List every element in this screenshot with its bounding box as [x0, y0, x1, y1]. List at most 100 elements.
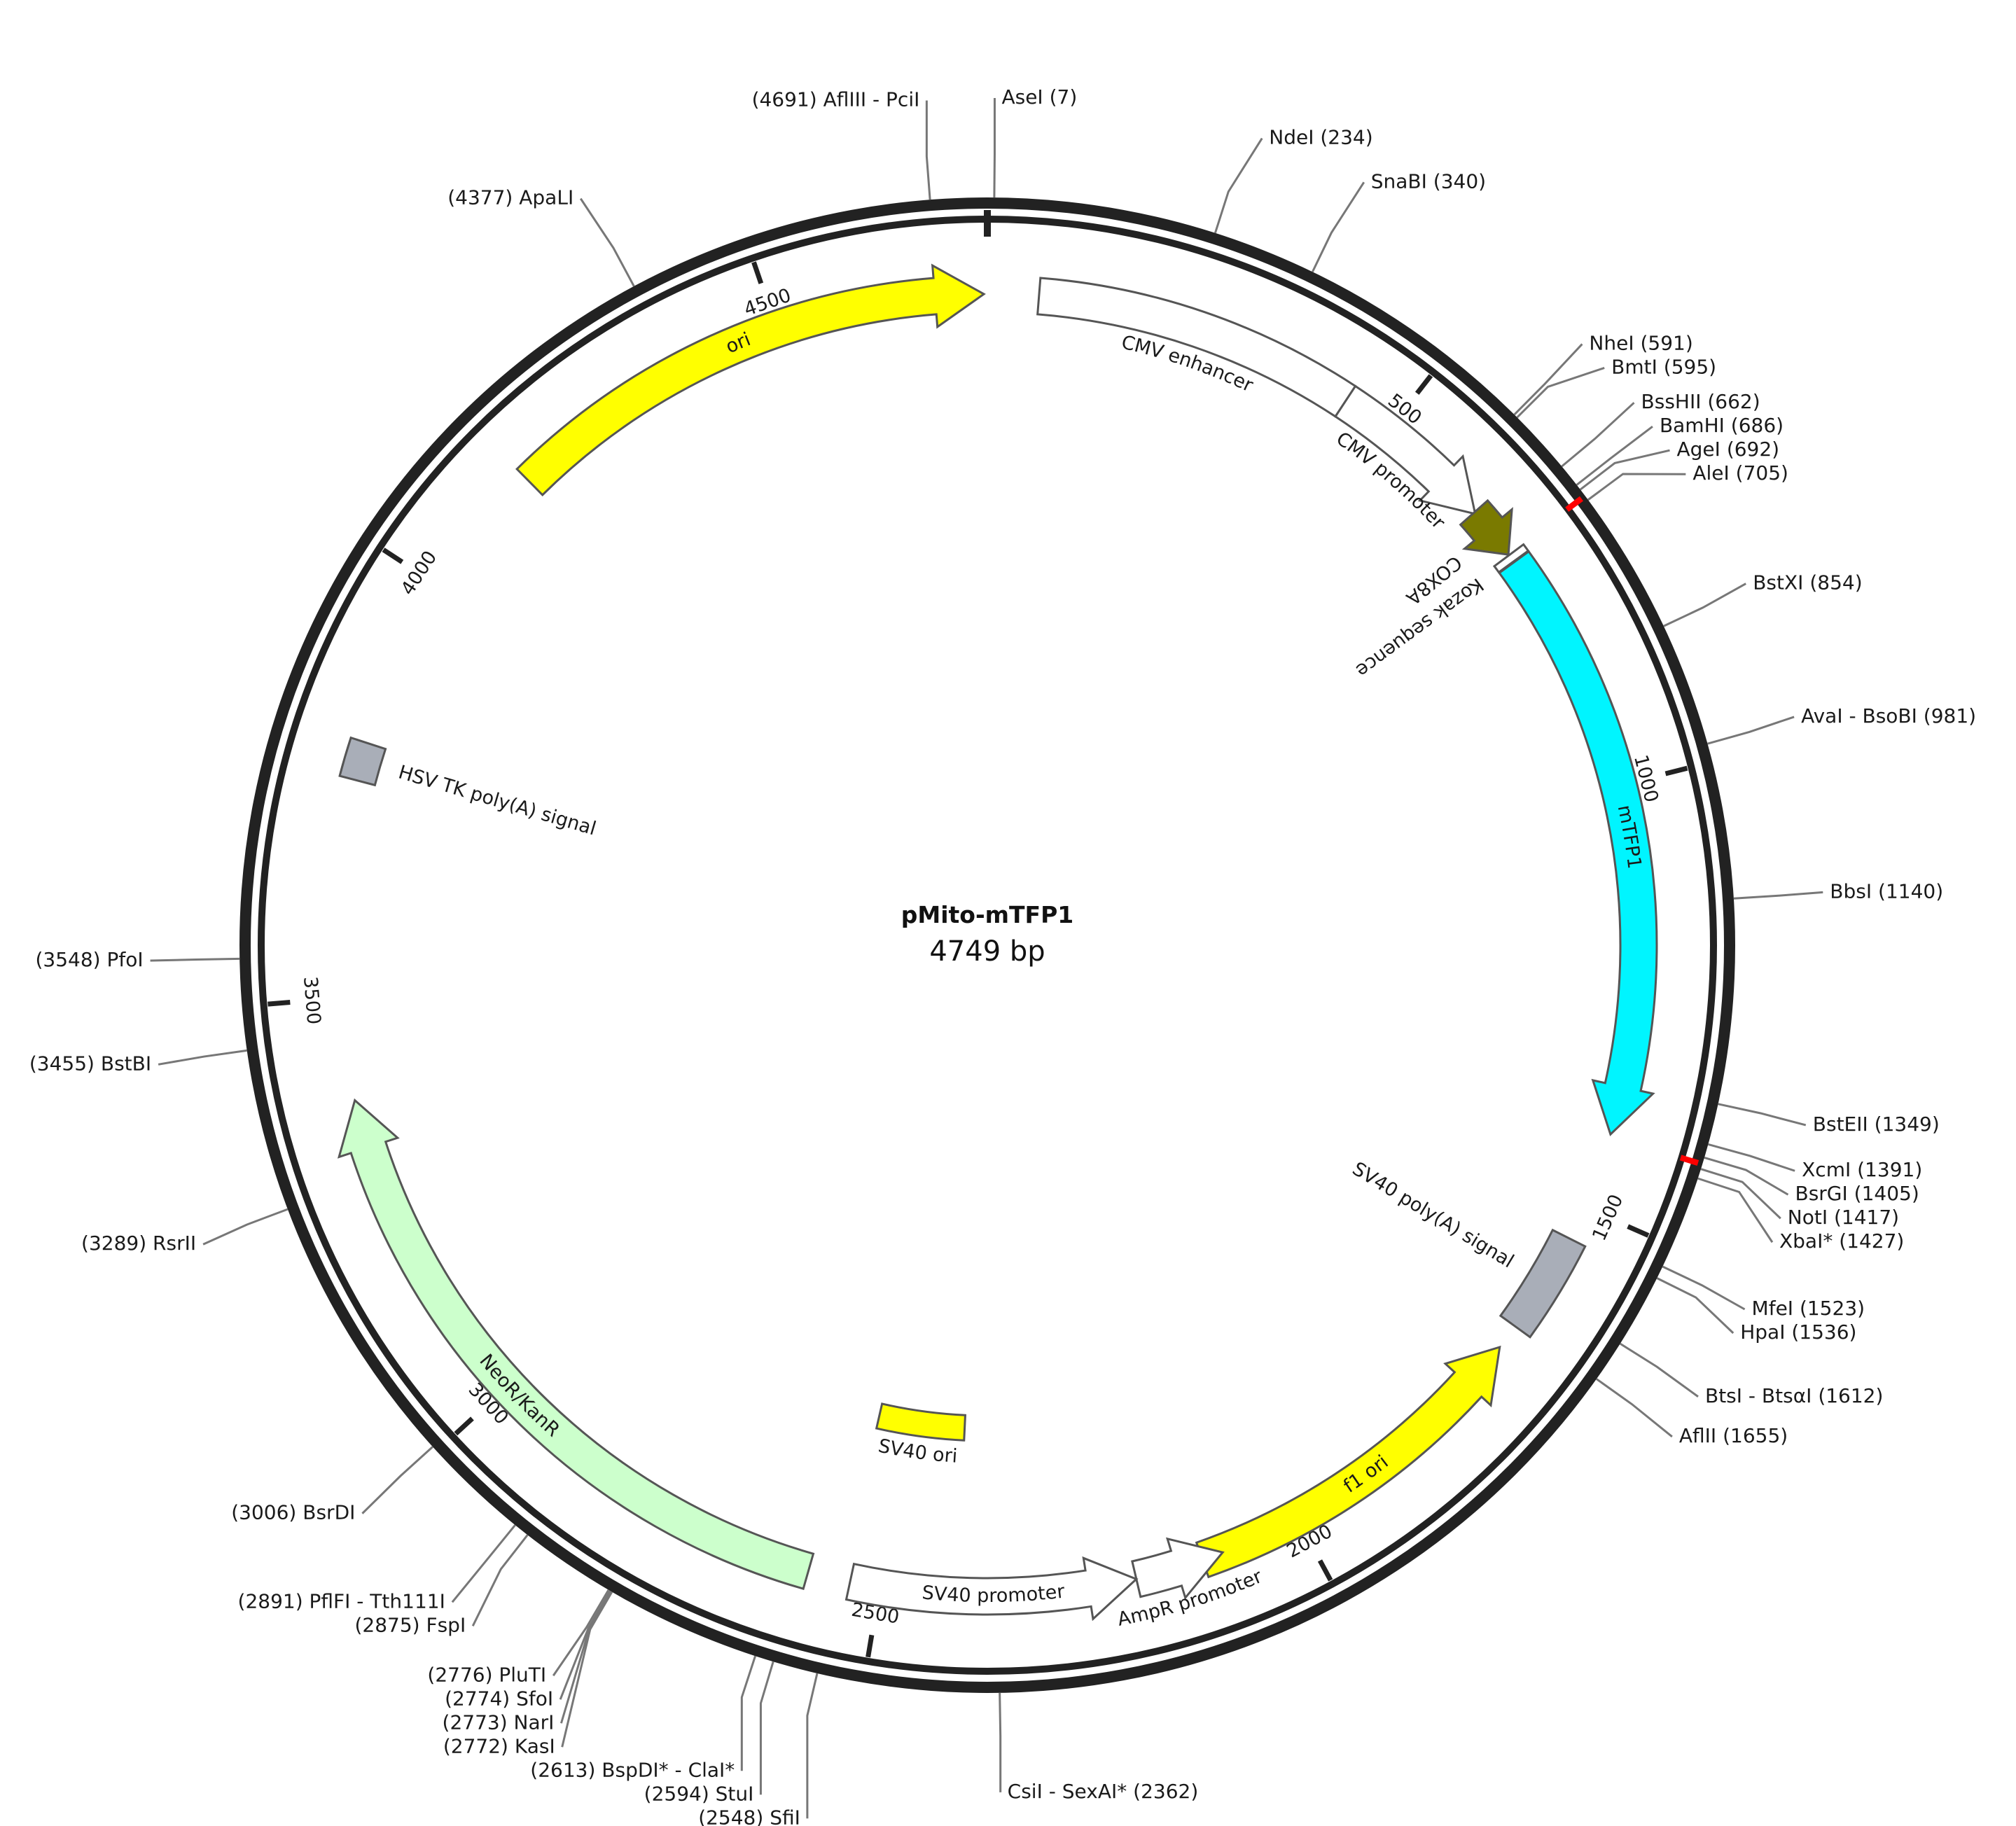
feat-ori-shape[interactable] — [515, 263, 986, 496]
site-btsi-bts-i[interactable]: BtsI - BtsαI (1612) — [1619, 1342, 1884, 1407]
site-label: BssHII (662) — [1641, 390, 1760, 413]
feat-cmv-enhancer-shape[interactable] — [1036, 277, 1357, 418]
center-label: pMito-mTFP1 4749 bp — [901, 901, 1074, 968]
site-label: (4377) ApaLI — [447, 186, 573, 209]
site-leader-line — [1700, 1168, 1781, 1220]
tick-mark — [1627, 1224, 1650, 1238]
site-label: BmtI (595) — [1611, 355, 1716, 378]
feat-sv40-ori-shape[interactable] — [875, 1402, 967, 1442]
site-asei[interactable]: AseI (7) — [993, 85, 1077, 198]
site-pluti[interactable]: (2776) PluTI — [427, 1589, 610, 1686]
site-label: NotI (1417) — [1788, 1206, 1899, 1229]
site-fspi[interactable]: (2875) FspI — [354, 1534, 529, 1636]
feat-neor-kanr-label-path — [391, 1208, 701, 1530]
feat-neor-kanr[interactable]: NeoR/KanR — [337, 1098, 815, 1591]
site-bstxi[interactable]: BstXI (854) — [1663, 571, 1863, 627]
site-label: (4691) AflIII - PciI — [752, 88, 920, 111]
site-leader-line — [158, 1049, 247, 1066]
feat-mtfp1[interactable]: mTFP1 — [1498, 550, 1658, 1136]
site-avai-bsobi[interactable]: AvaI - BsoBI (981) — [1707, 704, 1976, 745]
site-nhei[interactable]: NheI (591) — [1513, 331, 1693, 416]
site-leader-line — [1619, 1342, 1699, 1398]
feat-cox8a-shape[interactable] — [1459, 499, 1513, 556]
site-sfoi[interactable]: (2774) SfoI — [445, 1590, 611, 1710]
feat-neor-kanr-shape[interactable] — [337, 1098, 815, 1591]
site-snabi[interactable]: SnaBI (340) — [1312, 169, 1486, 272]
feat-ampr-promoter-shape[interactable] — [1131, 1537, 1225, 1601]
feat-sv40-promoter-shape[interactable] — [844, 1556, 1139, 1622]
site-leader-line — [1707, 716, 1795, 745]
feat-mtfp1-shape[interactable] — [1498, 550, 1658, 1136]
feat-f1-ori[interactable]: f1 ori — [1162, 1313, 1525, 1579]
site-bsshii[interactable]: BssHII (662) — [1561, 390, 1760, 468]
site-leader-line — [925, 100, 931, 200]
site-label: BstEII (1349) — [1813, 1113, 1940, 1136]
site-bsrdi[interactable]: (3006) BsrDI — [231, 1446, 433, 1524]
site-leader-line — [552, 1589, 610, 1677]
site-ndei[interactable]: NdeI (234) — [1214, 126, 1373, 234]
feat-sv40-poly-a-signal[interactable]: SV40 poly(A) signal — [1349, 1158, 1587, 1339]
site-leader-line — [150, 957, 240, 962]
site-leader-line — [561, 1591, 613, 1748]
site-bbsi[interactable]: BbsI (1140) — [1733, 879, 1943, 902]
red-highlight — [1565, 496, 1583, 513]
site-leader-line — [202, 1208, 289, 1246]
site-label: (2891) PflFI - Tth111I — [238, 1589, 445, 1612]
site-leader-line — [1312, 181, 1365, 272]
feat-hsv-tk-poly-a-signal[interactable]: HSV TK poly(A) signal — [338, 736, 599, 840]
site-stui[interactable]: (2594) StuI — [644, 1661, 774, 1805]
site-apali[interactable]: (4377) ApaLI — [447, 186, 635, 287]
site-leader-line — [993, 98, 996, 198]
site-mfei[interactable]: MfeI (1523) — [1662, 1265, 1865, 1320]
tick-mark — [382, 548, 404, 564]
feat-sv40-poly-a-signal-shape[interactable] — [1499, 1228, 1587, 1339]
feat-hsv-tk-poly-a-signal-shape[interactable] — [338, 736, 387, 787]
site-label: (2594) StuI — [644, 1782, 754, 1805]
site-bstbi[interactable]: (3455) BstBI — [29, 1049, 247, 1075]
site-pflfi-tth111i[interactable]: (2891) PflFI - Tth111I — [238, 1524, 516, 1612]
site-label: (2548) SfiI — [698, 1806, 800, 1826]
site-bsrgi[interactable]: BsrGI (1405) — [1704, 1157, 1919, 1205]
feat-sv40-ori[interactable]: SV40 ori — [748, 1398, 1096, 1467]
site-noti[interactable]: NotI (1417) — [1700, 1168, 1899, 1229]
plasmid-name: pMito-mTFP1 — [901, 901, 1074, 928]
site-alei[interactable]: AleI (705) — [1587, 461, 1788, 501]
site-sfii[interactable]: (2548) SfiI — [698, 1673, 819, 1826]
site-bspdi-clai[interactable]: (2613) BspDI* - ClaI* — [530, 1655, 756, 1781]
site-label: (2875) FspI — [354, 1613, 466, 1636]
tick-label: 1500 — [1588, 1192, 1627, 1244]
site-label: XcmI (1391) — [1802, 1158, 1922, 1181]
site-leader-line — [1561, 402, 1635, 468]
site-leader-line — [1718, 1103, 1807, 1127]
site-label: AvaI - BsoBI (981) — [1801, 704, 1976, 727]
site-aflii[interactable]: AflII (1655) — [1596, 1378, 1788, 1447]
site-leader-line — [1513, 343, 1583, 416]
site-xcmi[interactable]: XcmI (1391) — [1708, 1143, 1922, 1181]
site-xbai[interactable]: XbaI* (1427) — [1697, 1177, 1905, 1253]
feat-cmv-enhancer[interactable]: CMV enhancer — [975, 277, 1376, 466]
site-hpai[interactable]: HpaI (1536) — [1656, 1277, 1856, 1344]
site-agei[interactable]: AgeI (692) — [1579, 438, 1780, 491]
site-leader-line — [361, 1446, 433, 1514]
feat-hsv-tk-poly-a-signal-label: HSV TK poly(A) signal — [396, 761, 598, 839]
site-label: BstXI (854) — [1753, 571, 1862, 594]
site-label: (2613) BspDI* - ClaI* — [530, 1758, 735, 1781]
site-leader-line — [1708, 1143, 1795, 1172]
feat-f1-ori-shape[interactable] — [1195, 1345, 1501, 1579]
feat-ori[interactable]: ori — [515, 263, 986, 496]
site-label: (3006) BsrDI — [231, 1501, 355, 1524]
site-afliii-pcii[interactable]: (4691) AflIII - PciI — [752, 88, 931, 200]
site-csii-sexai[interactable]: CsiI - SexAI* (2362) — [999, 1692, 1199, 1803]
site-label: AgeI (692) — [1677, 438, 1780, 461]
site-pfoi[interactable]: (3548) PfoI — [35, 948, 240, 971]
site-bmti[interactable]: BmtI (595) — [1516, 355, 1717, 419]
site-bsteii[interactable]: BstEII (1349) — [1718, 1103, 1940, 1136]
site-leader-line — [1662, 1265, 1746, 1311]
site-leader-line — [1214, 137, 1263, 234]
site-rsrii[interactable]: (3289) RsrII — [81, 1208, 289, 1255]
site-kasi[interactable]: (2772) KasI — [443, 1591, 613, 1758]
site-bamhi[interactable]: BamHI (686) — [1576, 414, 1784, 486]
feat-sv40-promoter[interactable]: SV40 promoter — [770, 1555, 1216, 1622]
tick-label: 4000 — [397, 547, 442, 599]
